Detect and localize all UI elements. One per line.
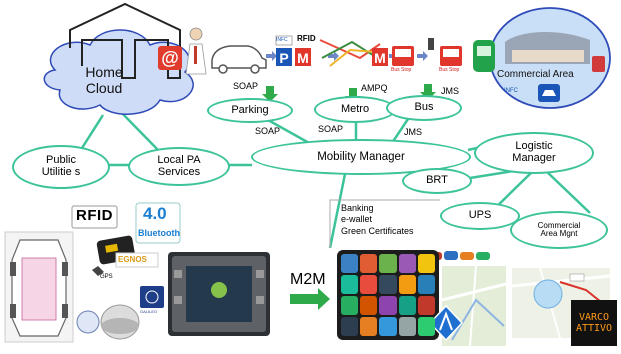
galileo-logo <box>140 286 164 308</box>
jms-label: JMS <box>404 127 422 137</box>
node-logistic-manager: Logistic Manager <box>474 132 594 174</box>
ampq-label: AMPQ <box>361 83 388 93</box>
shopping-bag-icon <box>592 56 605 72</box>
svg-text:M: M <box>374 50 386 66</box>
varco-line-2: ATTIVO <box>575 323 613 334</box>
app-icon <box>417 317 435 336</box>
galileo-label: GALILEO <box>140 309 158 314</box>
rfid-top-label: RFID <box>297 34 316 43</box>
bus-stop-label-2: Bus Stop <box>439 67 460 73</box>
rfid-card <box>71 205 118 229</box>
services-list: Banking e-wallet Green Certificates <box>341 203 414 237</box>
cloud-line-1: Home <box>85 64 123 80</box>
app-icon <box>398 275 416 294</box>
link-cloud-utilities <box>80 114 105 149</box>
nfc-tag-icon <box>275 35 293 46</box>
svg-text:P: P <box>279 50 288 66</box>
soap-label-1: SOAP <box>255 126 281 136</box>
app-icon <box>398 296 416 315</box>
m2m-label: M2M <box>290 271 326 288</box>
metro-sign-icon <box>295 48 311 66</box>
navigation-map-image <box>441 265 507 347</box>
app-icon <box>360 275 378 294</box>
app-icon <box>379 296 397 315</box>
jms-label-top: JMS <box>441 86 459 96</box>
arrow-right-icon <box>328 51 339 61</box>
link-mobility-south <box>328 173 347 249</box>
app-icon <box>341 254 359 273</box>
metro-sign-icon-2 <box>372 48 388 66</box>
svg-text:M: M <box>297 50 309 66</box>
node-metro: Metro <box>314 96 396 123</box>
person-head <box>189 27 203 41</box>
link-cloud-localpa <box>116 107 161 153</box>
bluetooth-version: 4.0 <box>143 204 167 223</box>
arrow-right-icon <box>417 51 428 61</box>
satellite-icon <box>92 266 104 276</box>
egnos-logo <box>115 252 159 268</box>
app-icon <box>398 317 416 336</box>
car-stereo-device <box>168 252 270 336</box>
app-icon <box>379 254 397 273</box>
house-outline <box>69 2 181 79</box>
varco-line-1: VARCO <box>578 312 610 323</box>
app-icon <box>341 275 359 294</box>
app-icon <box>341 296 359 315</box>
bluetooth-box <box>135 202 181 244</box>
email-logo-bg <box>158 46 182 70</box>
app-icon <box>379 317 397 336</box>
cloud-line-2: Cloud <box>85 80 123 97</box>
node-local-pa-services: Local PA Services <box>128 147 230 186</box>
app-icon <box>417 275 435 294</box>
app-icon <box>360 254 378 273</box>
arrow-right-icon <box>266 51 277 61</box>
person-tie <box>194 46 197 64</box>
m2m-arrow-icon <box>290 288 330 310</box>
service-e-wallet: e-wallet <box>341 214 373 225</box>
app-icon <box>417 254 435 273</box>
services-box-border <box>329 199 440 248</box>
node-ups: UPS <box>440 202 520 230</box>
node-bus: Bus <box>386 95 462 121</box>
navigation-sign-icon <box>428 304 464 342</box>
gps-label: GPS <box>100 274 113 280</box>
car-icon <box>211 45 267 69</box>
parking-sign-icon <box>276 48 292 66</box>
nfc-label-2: INFC <box>504 88 518 94</box>
app-icon <box>360 296 378 315</box>
bluetooth-label: Bluetooth <box>138 228 180 238</box>
node-public-utilities: Public Utilitie s <box>12 145 110 189</box>
app-icon <box>417 296 435 315</box>
app-icon <box>398 254 416 273</box>
card-reader-icon <box>428 38 434 50</box>
at-icon: @ <box>161 48 179 68</box>
service-banking: Banking <box>341 203 374 213</box>
soap-label-top: SOAP <box>233 81 259 91</box>
nfc-label: INFC <box>276 37 288 43</box>
egnos-label: EGNOS <box>118 255 147 264</box>
app-icon <box>379 275 397 294</box>
bus-stop-label-1: Bus Stop <box>391 67 412 73</box>
app-icon-grid <box>341 254 435 336</box>
link-logistic-commercial <box>544 169 591 214</box>
app-icon <box>341 317 359 336</box>
varco-attivo-sign: VARCO ATTIVO <box>571 300 617 346</box>
soap-label-2: SOAP <box>318 124 344 134</box>
commercial-area-title: Commercial Area <box>497 69 574 80</box>
service-green-certificates: Green Certificates <box>341 225 414 236</box>
app-icon <box>360 317 378 336</box>
node-parking: Parking <box>207 98 293 123</box>
node-commercial-area-mgnt: Commercial Area Mgnt <box>510 211 608 249</box>
node-brt: BRT <box>402 168 472 194</box>
car-electronics-diagram <box>4 231 74 343</box>
rfid-label: RFID <box>76 207 113 224</box>
home-cloud-title: Home Cloud <box>72 64 136 96</box>
eu-badge-icon <box>76 310 100 334</box>
